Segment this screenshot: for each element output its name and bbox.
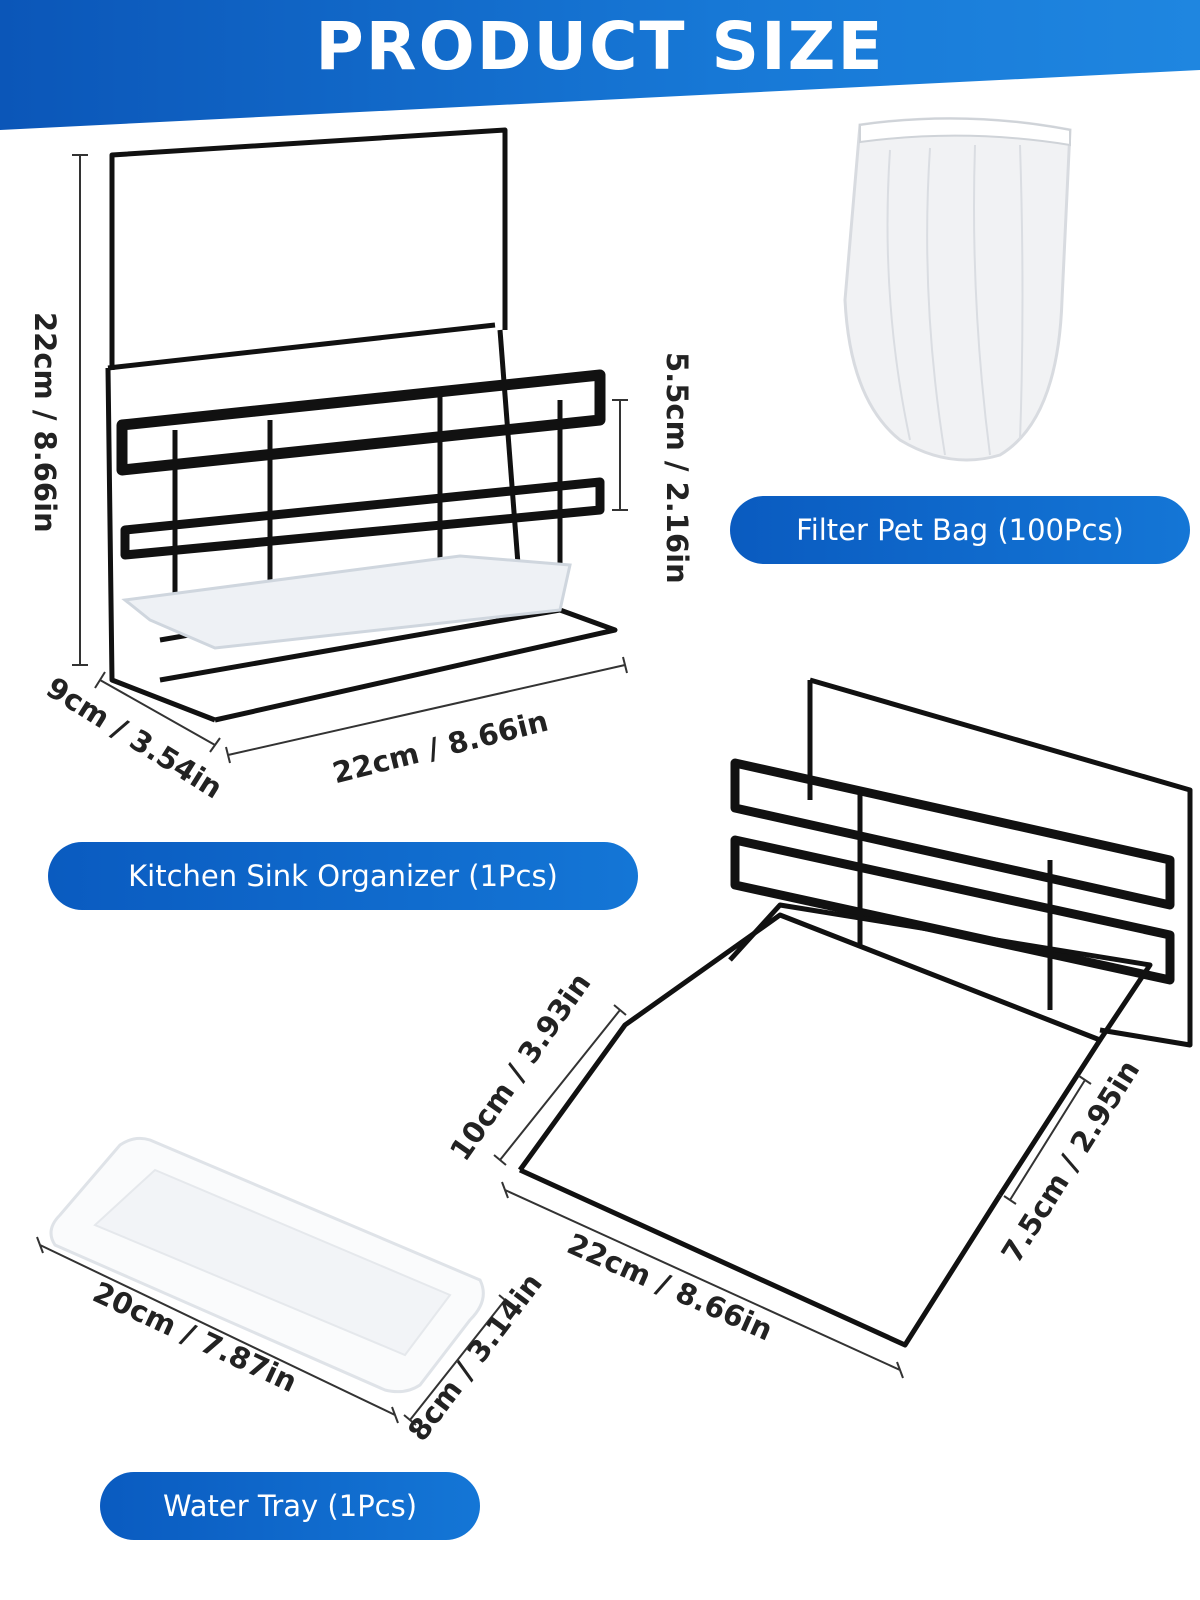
water-tray-image [49,1136,485,1394]
organizer-label: Kitchen Sink Organizer (1Pcs) [48,842,638,910]
unfolded-organizer-image [517,677,1193,1348]
organizer-height-label: 22cm / 8.66in [28,312,62,533]
page-title: PRODUCT SIZE [315,8,885,85]
filter-bag-label: Filter Pet Bag (100Pcs) [730,496,1190,564]
water-tray-label: Water Tray (1Pcs) [100,1472,480,1540]
dimension-lines [36,154,1092,1426]
organizer-shelf-height-label: 5.5cm / 2.16in [660,352,694,584]
organizer-tray-image [121,554,572,650]
filter-bag-image [843,117,1072,462]
